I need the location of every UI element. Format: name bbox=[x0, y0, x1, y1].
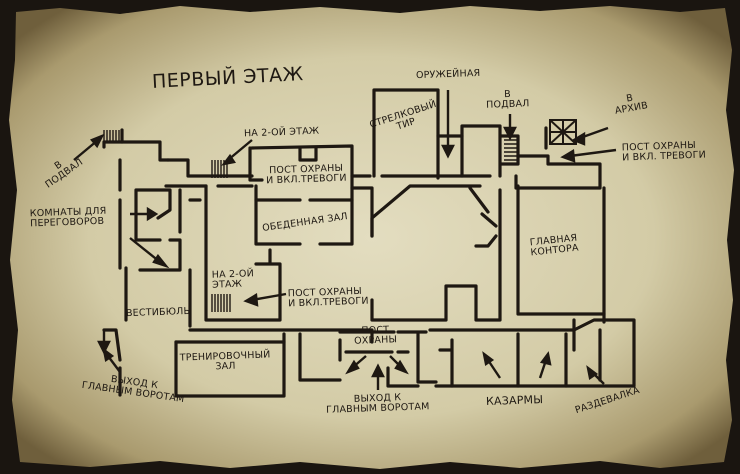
label-guard-post-top: ПОСТ ОХРАНЫ И ВКЛ.ТРЕВОГИ bbox=[266, 163, 347, 187]
label-guard-post-bottom: ПОСТ ОХРАНЫ bbox=[353, 325, 398, 347]
stairs-top bbox=[103, 130, 228, 178]
label-guard-post-right: ПОСТ ОХРАНЫ И ВКЛ. ТРЕВОГИ bbox=[622, 140, 706, 164]
label-exit-bottom: ВЫХОД К ГЛАВНЫМ ВОРОТАМ bbox=[326, 392, 430, 416]
label-guard-post-mid: ПОСТ ОХРАНЫ И ВКЛ.ТРЕВОГИ bbox=[288, 286, 369, 310]
stairs-mid bbox=[211, 294, 231, 312]
label-line: ОХРАНЫ bbox=[353, 334, 398, 347]
label-barracks: КАЗАРМЫ bbox=[485, 393, 544, 408]
arrows bbox=[73, 90, 617, 390]
stairs-basement-right bbox=[504, 139, 518, 161]
label-training-hall: ТРЕНИРОВОЧНЫЙ ЗАЛ bbox=[180, 349, 271, 373]
archive-hatch bbox=[549, 119, 577, 145]
label-line: ПОДВАЛ bbox=[485, 98, 530, 111]
label-upstairs-mid: НА 2-ОЙ ЭТАЖ bbox=[211, 268, 255, 291]
label-basement-right: В ПОДВАЛ bbox=[486, 89, 530, 111]
label-line: ЭТАЖ bbox=[211, 278, 243, 291]
walls bbox=[102, 88, 636, 398]
label-meeting-rooms: КОМНАТЫ ДЛЯ ПЕРЕГОВОРОВ bbox=[30, 206, 107, 230]
